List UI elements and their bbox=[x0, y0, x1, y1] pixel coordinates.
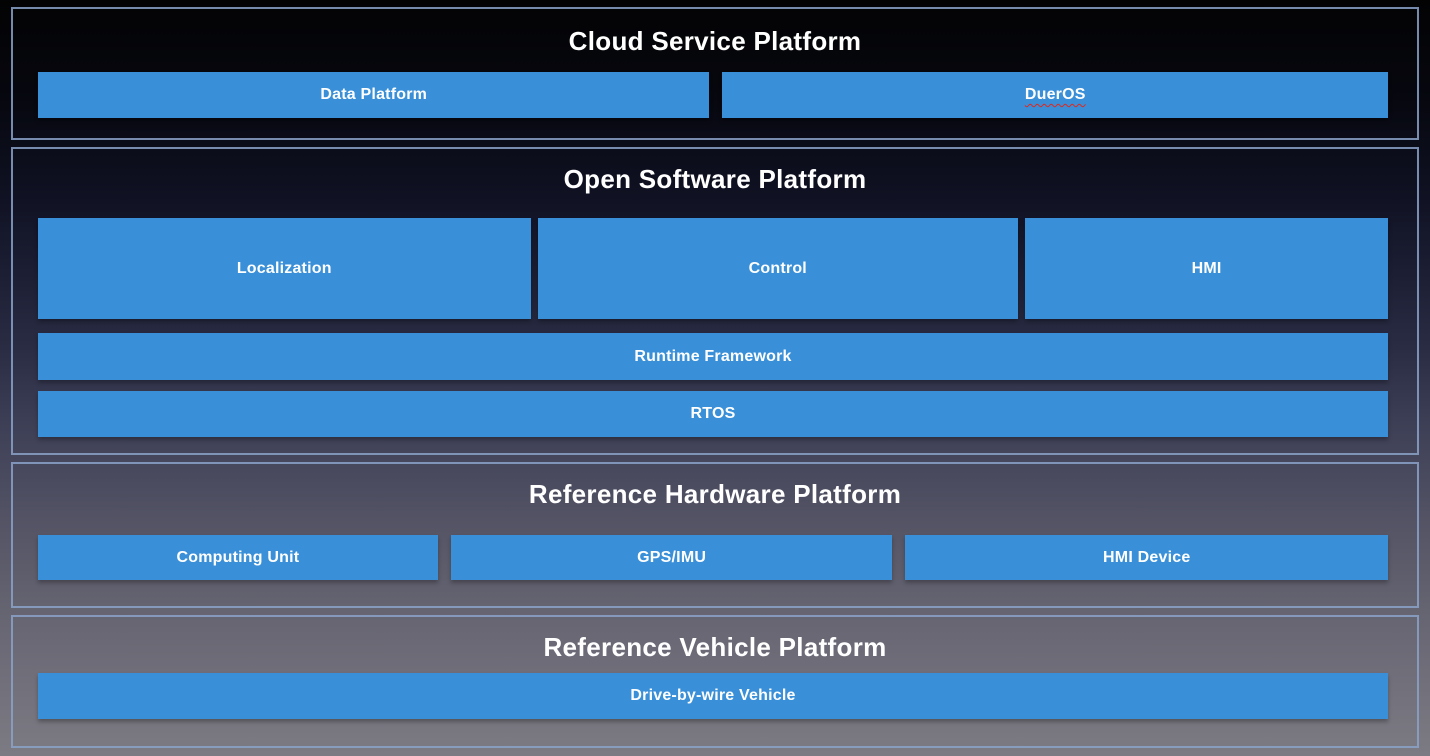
drive-by-wire-vehicle-label: Drive-by-wire Vehicle bbox=[630, 687, 796, 704]
box-data-platform: Data Platform bbox=[38, 72, 710, 118]
vehicle-boxes-row: Drive-by-wire Vehicle bbox=[38, 673, 1388, 719]
section-cloud-service-platform: Cloud Service Platform Data Platform Due… bbox=[11, 7, 1419, 140]
control-label: Control bbox=[748, 259, 807, 277]
hmi-device-label: HMI Device bbox=[1103, 548, 1191, 566]
hardware-boxes-row: Computing Unit GPS/IMU HMI Device bbox=[38, 535, 1389, 580]
section-open-software-platform: Open Software Platform Localization Cont… bbox=[11, 147, 1419, 455]
hardware-section-title: Reference Hardware Platform bbox=[528, 479, 902, 509]
rtos-row: RTOS bbox=[38, 391, 1388, 437]
dueros-label: DuerOS bbox=[1024, 86, 1086, 103]
box-computing-unit: Computing Unit bbox=[38, 535, 438, 580]
box-rtos: RTOS bbox=[38, 391, 1388, 437]
section-reference-vehicle-platform: Reference Vehicle Platform Drive-by-wire… bbox=[11, 615, 1419, 748]
box-localization: Localization bbox=[38, 218, 531, 319]
software-modules-row: Localization Control HMI bbox=[38, 218, 1388, 319]
cloud-boxes-row: Data Platform DuerOS bbox=[38, 72, 1388, 118]
box-drive-by-wire-vehicle: Drive-by-wire Vehicle bbox=[38, 673, 1388, 719]
runtime-framework-label: Runtime Framework bbox=[634, 347, 792, 365]
hmi-label: HMI bbox=[1191, 259, 1222, 277]
box-gps-imu: GPS/IMU bbox=[450, 535, 893, 580]
section-reference-hardware-platform: Reference Hardware Platform Computing Un… bbox=[11, 462, 1419, 608]
vehicle-section-title: Reference Vehicle Platform bbox=[543, 632, 887, 662]
box-dueros: DuerOS bbox=[722, 72, 1388, 118]
gps-imu-label: GPS/IMU bbox=[637, 548, 707, 566]
runtime-framework-row: Runtime Framework bbox=[38, 333, 1388, 380]
computing-unit-label: Computing Unit bbox=[176, 548, 300, 566]
cloud-section-title: Cloud Service Platform bbox=[568, 26, 862, 56]
box-hmi: HMI bbox=[1025, 218, 1388, 319]
rtos-label: RTOS bbox=[690, 405, 736, 422]
box-control: Control bbox=[537, 218, 1019, 319]
box-runtime-framework: Runtime Framework bbox=[38, 333, 1388, 380]
localization-label: Localization bbox=[236, 259, 332, 277]
data-platform-label: Data Platform bbox=[320, 86, 428, 103]
box-hmi-device: HMI Device bbox=[905, 535, 1389, 580]
software-section-title: Open Software Platform bbox=[563, 164, 867, 194]
